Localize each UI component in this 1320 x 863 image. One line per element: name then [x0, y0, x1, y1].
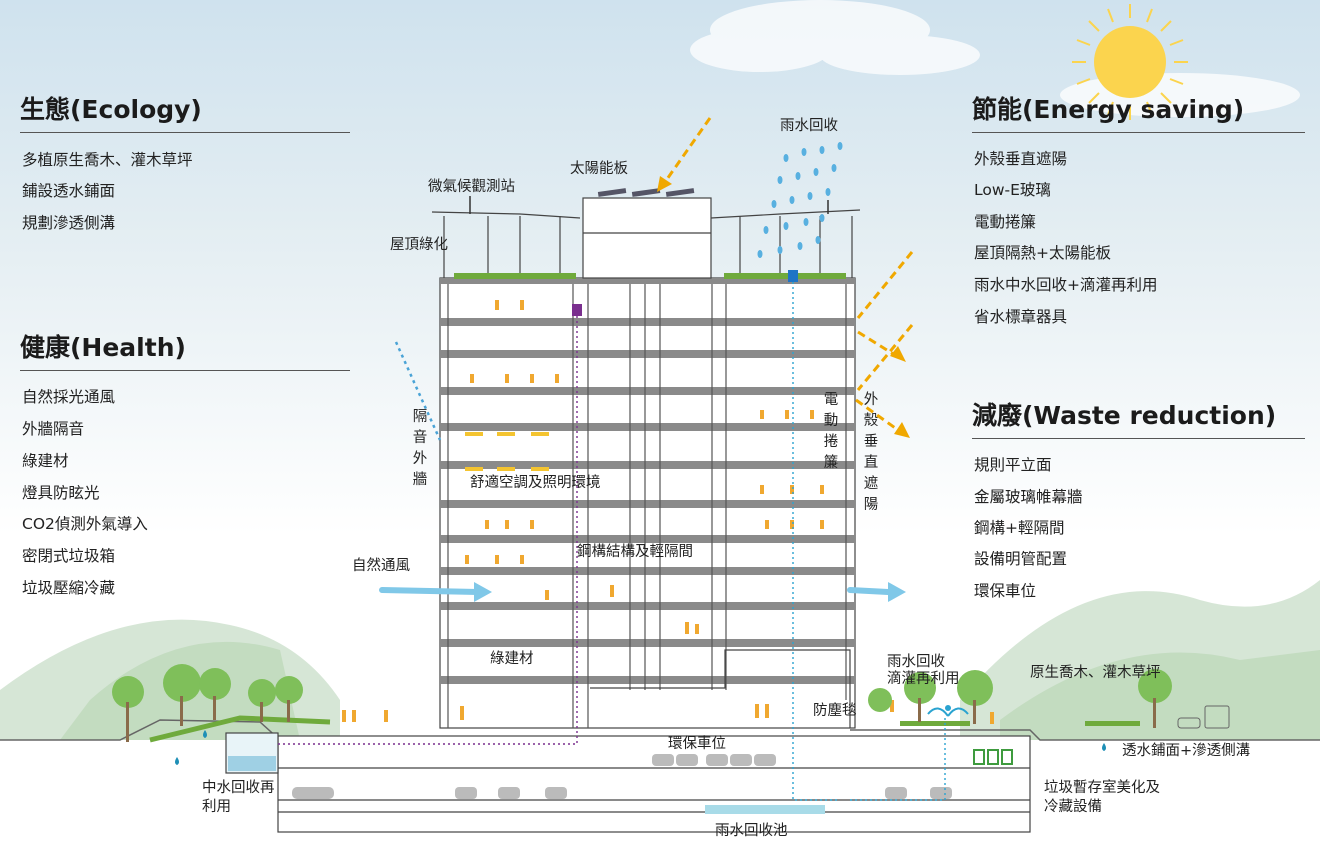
energy-item: 省水標章器具 [974, 308, 1068, 326]
label-sound-wall: 隔音外牆 [412, 409, 428, 488]
sprinkler-fountain [927, 705, 969, 717]
label-eco-parking: 環保車位 [668, 736, 726, 752]
label-electric-blinds: 電動捲簾 [823, 392, 839, 471]
energy-title: 節能(Energy saving) [972, 95, 1245, 124]
energy-item: 外殼垂直遮陽 [974, 150, 1068, 168]
label-rain-collect: 雨水回收 [780, 118, 838, 134]
health-item: 外牆隔音 [22, 420, 85, 438]
label-native-trees: 原生喬木、灌木草坪 [1030, 665, 1161, 681]
weather-station-icon [469, 196, 829, 214]
street-vehicles [1177, 705, 1230, 729]
ecology-rule [20, 132, 350, 133]
label-greywater: 中水回收再 [202, 780, 275, 796]
roof-greening [454, 273, 846, 279]
floor-slabs [440, 278, 855, 684]
label-garbage-room: 垃圾暫存室美化及 [1044, 780, 1160, 796]
energy-item: 電動捲簾 [974, 213, 1037, 231]
energy-item: 雨水中水回收+滴灌再利用 [974, 276, 1158, 294]
light-fixtures [465, 432, 549, 471]
label-vertical-shading: 外殼垂直遮陽 [863, 392, 879, 513]
lobby-cutout [590, 649, 851, 728]
health-item: 自然採光通風 [22, 388, 116, 406]
water-drops [175, 730, 1106, 765]
roof [431, 197, 861, 279]
health-rule [20, 370, 350, 371]
waste-item: 規則平立面 [974, 456, 1052, 474]
green-bins [973, 749, 1013, 765]
energy-rule [972, 132, 1305, 133]
sun-icon [1072, 4, 1188, 120]
columns [447, 284, 847, 728]
rain-drops [757, 142, 843, 258]
energy-item: Low-E玻璃 [974, 181, 1051, 199]
label-permeable-paving: 透水鋪面+滲透側溝 [1122, 743, 1251, 759]
label-solar-panel: 太陽能板 [570, 161, 628, 177]
occupant-figures [342, 300, 994, 724]
health-item: 綠建材 [22, 452, 69, 470]
label-hvac-lighting: 舒適空調及照明環境 [470, 475, 601, 491]
purple-drain-icon [572, 304, 582, 316]
ecology-title: 生態(Ecology) [20, 95, 202, 124]
sun-ray-arrows [663, 117, 914, 432]
ecology-item: 規劃滲透側溝 [22, 214, 116, 232]
wind-arrowheads [474, 582, 906, 602]
basement-cars [292, 754, 952, 799]
label-greywater: 利用 [202, 799, 231, 815]
health-item: 密閉式垃圾箱 [22, 547, 116, 565]
waste-rule [972, 438, 1305, 439]
waste-item: 設備明管配置 [974, 550, 1068, 568]
label-dust-mat: 防塵毯 [813, 703, 857, 719]
health-title: 健康(Health) [20, 333, 186, 362]
reuse-pipe [850, 718, 946, 801]
health-item: 垃圾壓縮冷藏 [22, 579, 116, 597]
wind-arrows [379, 587, 891, 595]
solar-panels-icon [597, 188, 695, 197]
ecology-item: 多植原生喬木、灌木草坪 [22, 151, 193, 169]
waste-item: 金屬玻璃帷幕牆 [974, 488, 1083, 506]
label-garbage-room: 冷藏設備 [1044, 799, 1102, 815]
sun-arrowheads [657, 176, 910, 438]
trees [112, 664, 1172, 742]
basement [225, 732, 1031, 833]
ground-greenery [149, 715, 1140, 743]
waste-title: 減廢(Waste reduction) [972, 401, 1277, 430]
waste-item: 環保車位 [974, 582, 1037, 600]
label-natural-ventilation: 自然通風 [352, 558, 410, 574]
label-rain-tank: 雨水回收池 [715, 823, 788, 839]
label-steel-structure: 鋼構結構及輕隔間 [577, 544, 693, 560]
energy-item: 屋頂隔熱+太陽能板 [974, 244, 1111, 262]
label-green-material: 綠建材 [490, 651, 534, 667]
label-roof-green: 屋頂綠化 [390, 237, 448, 253]
health-item: CO2偵測外氣導入 [22, 515, 148, 533]
label-rain-reuse: 雨水回收 [887, 654, 945, 670]
health-item: 燈具防眩光 [22, 484, 100, 502]
ecology-item: 鋪設透水鋪面 [22, 182, 116, 200]
label-weather-station: 微氣候觀測站 [428, 179, 515, 195]
rain-collector-icon [788, 270, 798, 282]
label-rain-reuse: 滴灌再利用 [887, 671, 960, 687]
waste-item: 鋼構+輕隔間 [974, 519, 1065, 537]
